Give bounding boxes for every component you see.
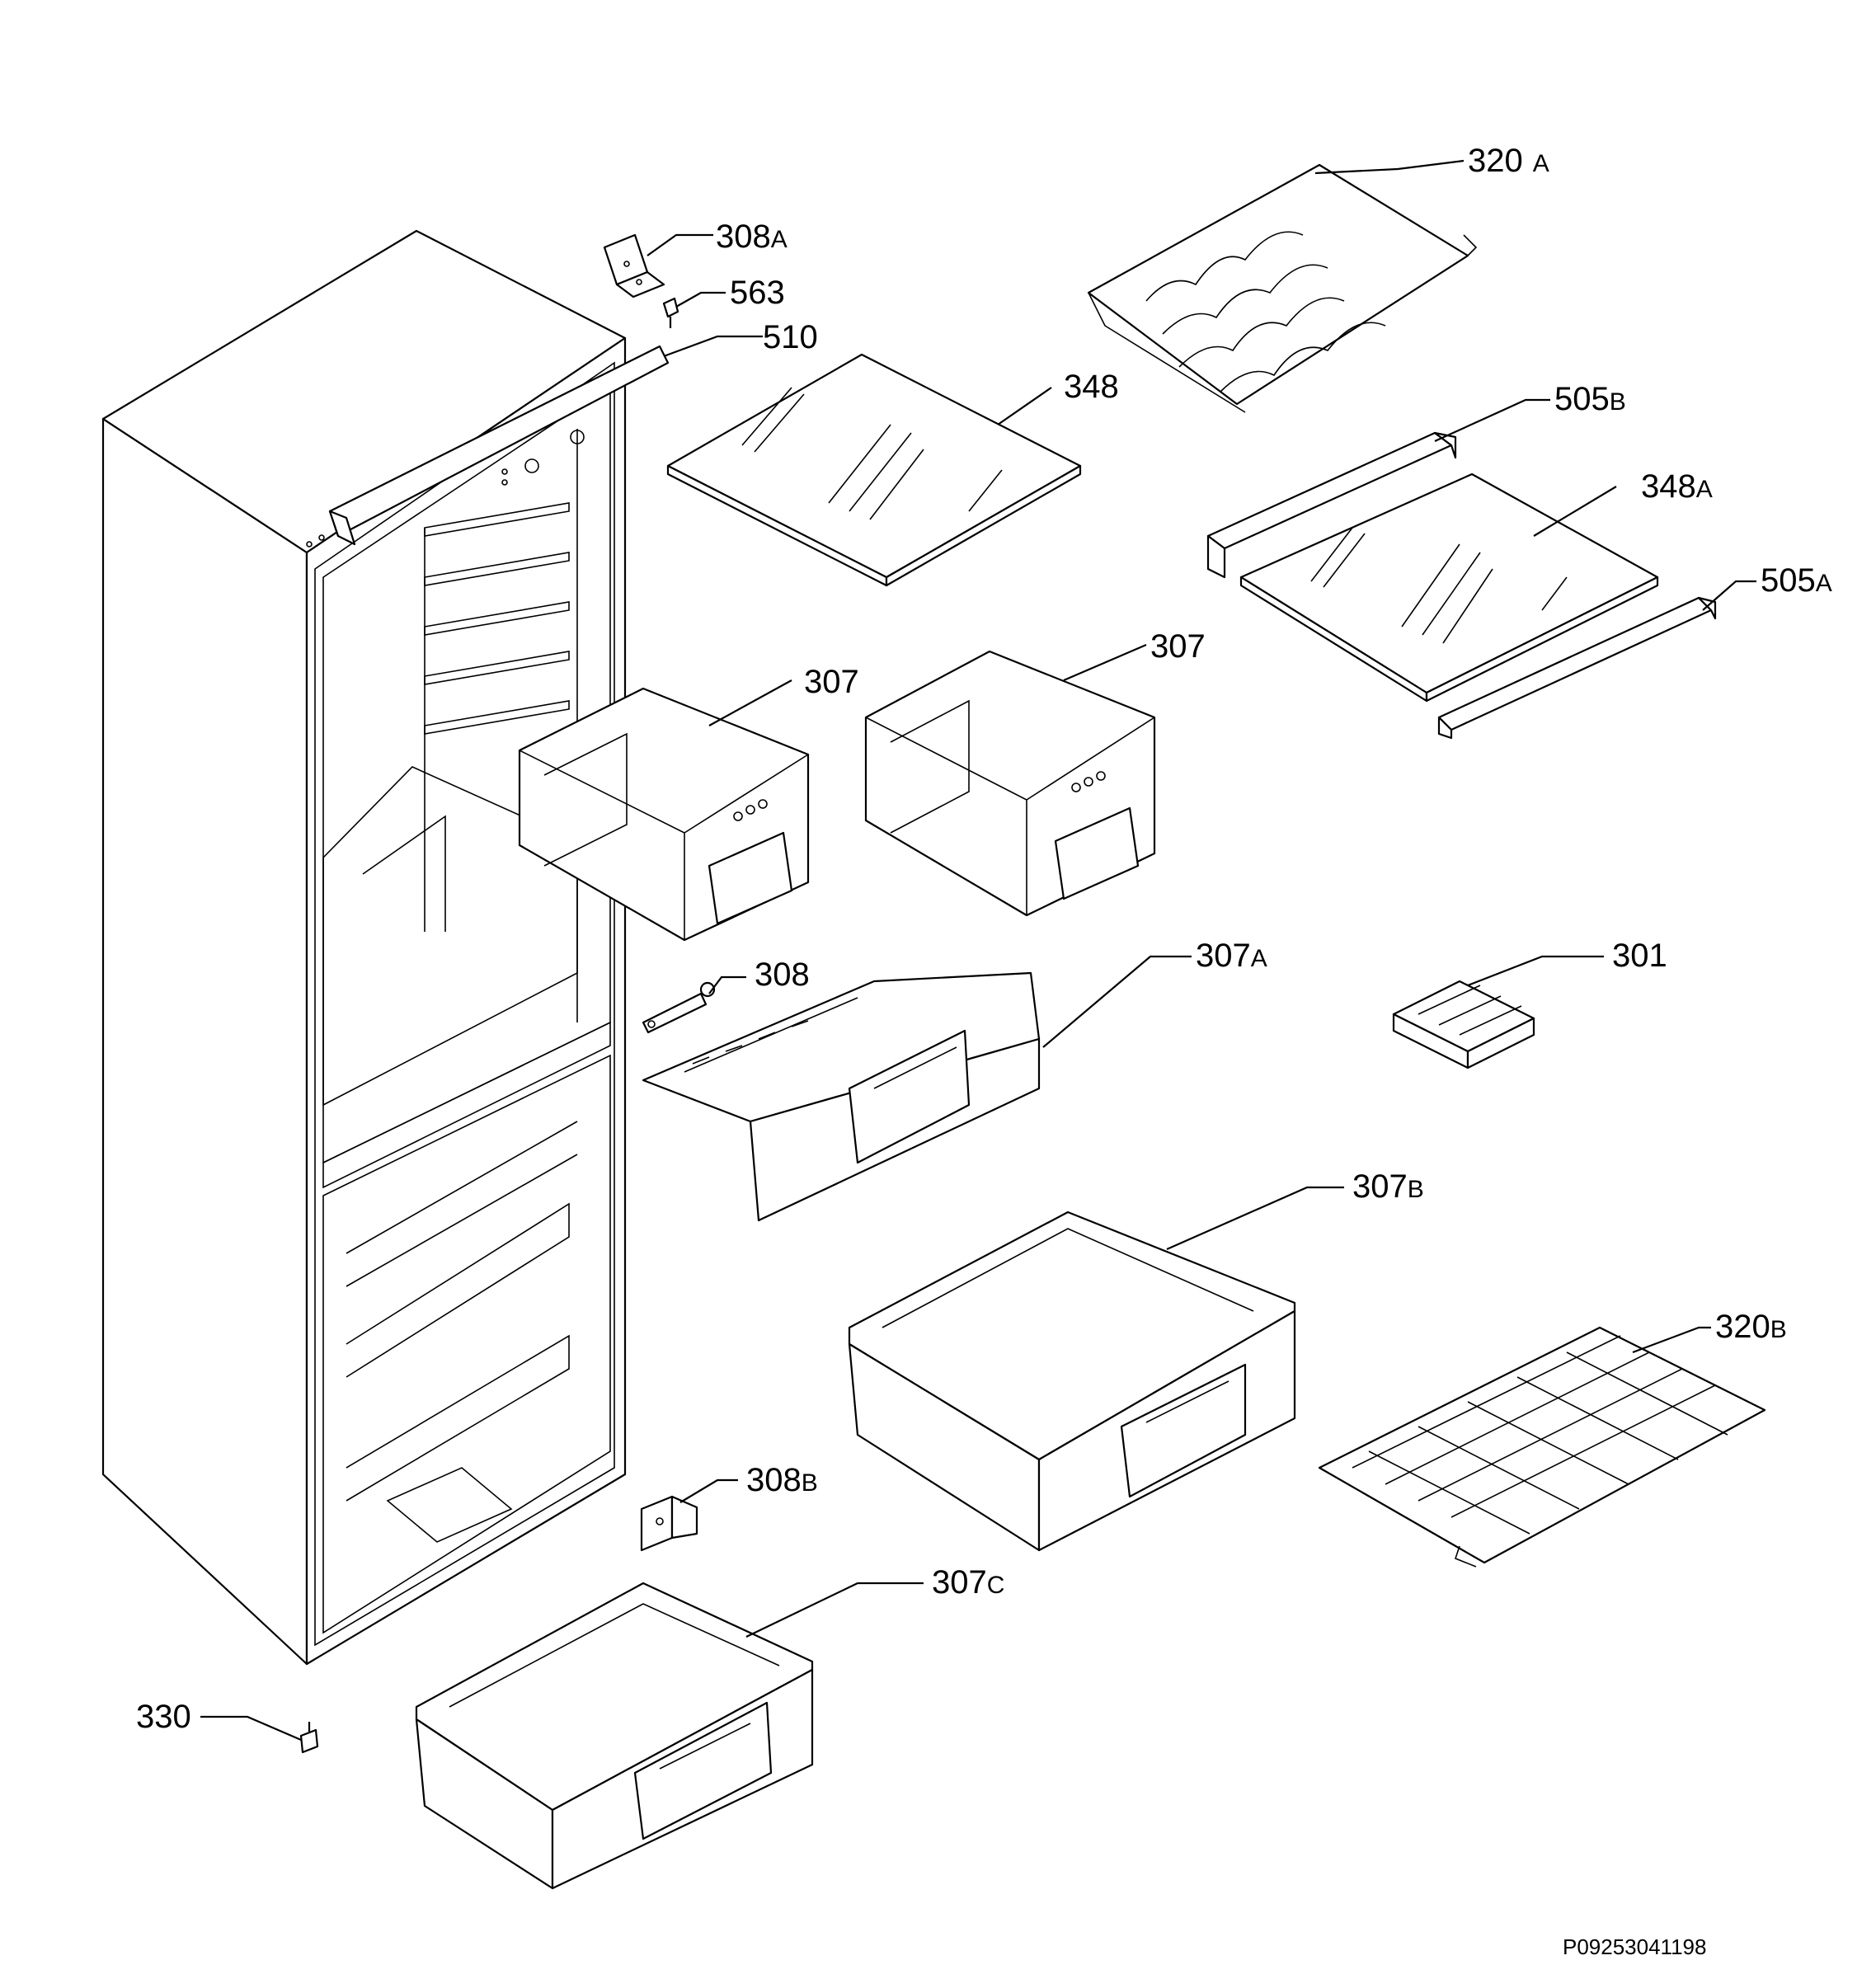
label-301: 301 xyxy=(1612,938,1667,974)
label-308b: 308B xyxy=(746,1462,818,1498)
label-307b: 307B xyxy=(1352,1168,1424,1205)
freezer-drawer-307c xyxy=(415,1582,814,1890)
label-320b: 320B xyxy=(1715,1309,1787,1345)
ice-tray-301 xyxy=(1392,980,1535,1069)
label-308: 308 xyxy=(755,957,810,993)
crisper-drawer-307-right xyxy=(864,650,1156,917)
glass-shelf-348a xyxy=(1239,472,1659,703)
label-348a: 348A xyxy=(1641,468,1713,505)
diagram-reference-code: P09253041198 xyxy=(1563,1934,1706,1959)
freezer-drawer-307b xyxy=(848,1210,1296,1552)
wire-rack-320b xyxy=(1318,1326,1766,1568)
label-307-left: 307 xyxy=(804,664,859,700)
foot-screw-330 xyxy=(299,1722,319,1754)
label-510: 510 xyxy=(763,319,818,355)
label-505b: 505B xyxy=(1554,381,1626,417)
label-307c: 307C xyxy=(932,1564,1004,1601)
hinge-bracket-308a xyxy=(603,233,665,298)
fridge-cabinet xyxy=(101,229,670,1666)
glass-shelf-348 xyxy=(666,353,1082,587)
label-308a: 308A xyxy=(716,219,788,255)
label-307a: 307A xyxy=(1196,938,1267,974)
wine-rack-320a xyxy=(1087,163,1478,413)
crisper-drawer-307-left xyxy=(518,687,810,942)
leader-lines xyxy=(200,159,1756,1742)
freezer-tray-307a xyxy=(642,971,1041,1222)
label-563: 563 xyxy=(730,275,785,311)
label-505a: 505A xyxy=(1761,562,1832,599)
label-348: 348 xyxy=(1064,369,1119,405)
label-330: 330 xyxy=(136,1699,191,1735)
shelf-trim-505b xyxy=(1206,431,1457,579)
hinge-308b xyxy=(640,1495,698,1552)
hinge-308 xyxy=(642,981,716,1034)
label-307-right: 307 xyxy=(1150,628,1206,665)
screw-563 xyxy=(662,297,679,328)
